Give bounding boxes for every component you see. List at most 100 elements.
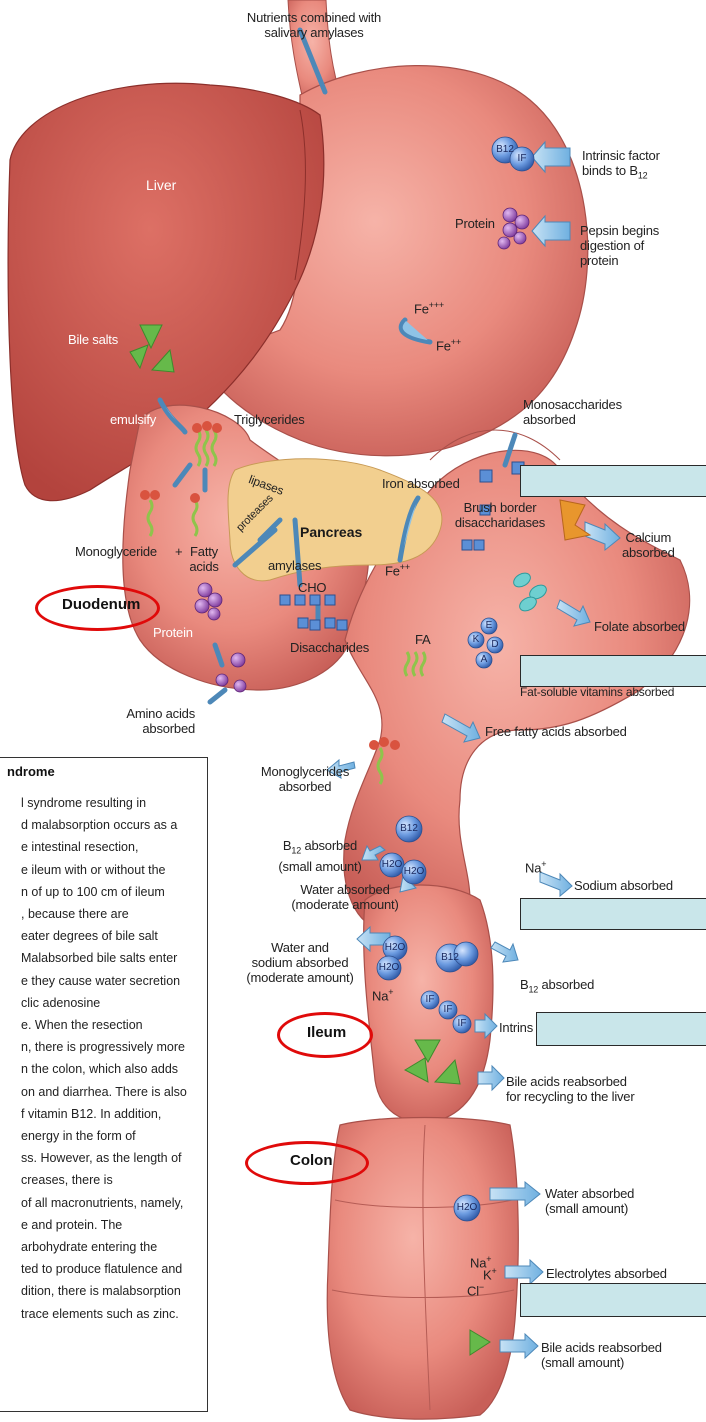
label-intrinsic-fragment: Intrins bbox=[499, 1020, 533, 1035]
label-bile-acids-reabsorbed: Bile acids reabsorbed for recycling to t… bbox=[506, 1074, 634, 1104]
arrow-sodium bbox=[540, 872, 572, 896]
label-fe3-sup: +++ bbox=[429, 300, 444, 310]
textbox-line: e and protein. The bbox=[21, 1214, 206, 1236]
label-fe-plus-text: Fe bbox=[385, 563, 400, 578]
textbox-line: e ileum with or without the bbox=[21, 859, 206, 881]
textbox-line: e. When the resection bbox=[21, 1014, 206, 1036]
label-bile-acids-small: Bile acids reabsorbed (small amount) bbox=[541, 1340, 662, 1370]
label-fe-plus-sup: ++ bbox=[400, 562, 410, 572]
label-monoglycerides-absorbed: Monoglycerides absorbed bbox=[255, 764, 355, 794]
label-fe2: Fe++ bbox=[436, 335, 461, 353]
textbox-line: eater degrees of bile salt bbox=[21, 925, 206, 947]
label-intrinsic-factor: Intrinsic factor binds to B12 bbox=[582, 148, 660, 184]
molecule-k: K bbox=[470, 634, 482, 645]
textbox-line: ss. However, as the length of bbox=[21, 1147, 206, 1169]
molecule-h2o-b: H2O bbox=[402, 866, 426, 877]
textbox-line: e intestinal resection, bbox=[21, 836, 206, 858]
label-monosaccharides: Monosaccharides absorbed bbox=[523, 397, 622, 427]
molecule-d: D bbox=[489, 639, 501, 650]
label-triglycerides: Triglycerides bbox=[234, 412, 305, 427]
textbox-line: , because there are bbox=[21, 903, 206, 925]
label-na-ileum-sup: + bbox=[388, 987, 393, 997]
label-liver: Liver bbox=[146, 177, 176, 193]
label-water-sodium: Water and sodium absorbed (moderate amou… bbox=[240, 940, 360, 985]
molecule-if-stomach: IF bbox=[514, 153, 530, 164]
textbox-line: Malabsorbed bile salts enter bbox=[21, 947, 206, 969]
textbox-line: on and diarrhea. There is also bbox=[21, 1081, 206, 1103]
answer-box-1[interactable] bbox=[520, 465, 706, 497]
textbox-line: n the colon, which also adds bbox=[21, 1058, 206, 1080]
label-b12-small-sub: 12 bbox=[291, 846, 301, 856]
label-fe2-sup: ++ bbox=[451, 337, 461, 347]
label-amylases: amylases bbox=[268, 558, 321, 573]
molecule-h2o-d: H2O bbox=[377, 962, 401, 973]
label-electrolytes: Electrolytes absorbed bbox=[546, 1266, 667, 1281]
answer-box-2[interactable] bbox=[520, 655, 706, 687]
label-pancreas: Pancreas bbox=[300, 524, 362, 540]
label-duodenum: Duodenum bbox=[62, 596, 140, 613]
molecule-if-c: IF bbox=[454, 1018, 470, 1029]
textbox-line: n of up to 100 cm of ileum bbox=[21, 881, 206, 903]
answer-box-4[interactable] bbox=[536, 1012, 706, 1046]
label-fe3: Fe+++ bbox=[414, 298, 444, 316]
textbox-line: clic adenosine bbox=[21, 992, 206, 1014]
molecule-h2o-colon: H2O bbox=[455, 1202, 479, 1213]
label-k-colon: K+ bbox=[483, 1264, 497, 1282]
label-nutrients-salivary: Nutrients combined with salivary amylase… bbox=[224, 10, 404, 40]
textbox-line: n, there is progressively more bbox=[21, 1036, 206, 1058]
label-fat-soluble: Fat-soluble vitamins absorbed bbox=[520, 685, 674, 700]
label-na-ileum-text: Na bbox=[372, 988, 388, 1003]
molecule-e: E bbox=[483, 620, 495, 631]
answer-box-5[interactable] bbox=[520, 1283, 706, 1317]
label-b12-absorbed-sub: 12 bbox=[528, 985, 538, 995]
textbox-line: trace elements such as zinc. bbox=[21, 1303, 206, 1325]
label-k-colon-sup: + bbox=[491, 1266, 496, 1276]
label-disaccharides: Disaccharides bbox=[290, 640, 369, 655]
label-water-small: Water absorbed (small amount) bbox=[545, 1186, 634, 1216]
label-na: Na+ bbox=[525, 857, 546, 875]
label-plus: + bbox=[175, 544, 182, 559]
molecule-b12-ileum: B12 bbox=[440, 952, 460, 963]
textbox-line: e they cause water secretion bbox=[21, 970, 206, 992]
textbox-line: f vitamin B12. In addition, bbox=[21, 1103, 206, 1125]
label-cl-colon: Cl− bbox=[467, 1280, 484, 1298]
label-intrinsic-factor-sub: 12 bbox=[638, 171, 648, 181]
molecule-h2o-c: H2O bbox=[383, 942, 407, 953]
label-sodium: Sodium absorbed bbox=[574, 878, 673, 893]
label-na-ileum: Na+ bbox=[372, 985, 393, 1003]
textbox-line: l syndrome resulting in bbox=[21, 792, 206, 814]
molecule-b12-jejunum: B12 bbox=[399, 823, 419, 834]
label-water-moderate: Water absorbed (moderate amount) bbox=[280, 882, 410, 912]
molecule-a: A bbox=[478, 654, 490, 665]
label-b12-small: B12 absorbed (small amount) bbox=[265, 838, 375, 874]
textbox-line: ted to produce flatulence and bbox=[21, 1258, 206, 1280]
textbox-line: energy in the form of bbox=[21, 1125, 206, 1147]
molecule-h2o-a: H2O bbox=[380, 859, 404, 870]
textbox-line: arbohydrate entering the bbox=[21, 1236, 206, 1258]
label-cl-colon-text: Cl bbox=[467, 1283, 479, 1298]
label-b12-absorbed: B12 absorbed bbox=[520, 977, 594, 998]
label-ileum: Ileum bbox=[307, 1024, 346, 1041]
textbox-line: creases, there is bbox=[21, 1169, 206, 1191]
textbox-title: ndrome bbox=[7, 764, 55, 779]
molecule-b12-stomach: B12 bbox=[495, 144, 515, 155]
label-colon: Colon bbox=[290, 1152, 333, 1169]
label-iron-absorbed: Iron absorbed bbox=[382, 476, 460, 491]
label-cho: CHO bbox=[298, 580, 326, 595]
label-bile-salts: Bile salts bbox=[68, 332, 118, 347]
arrow-b12-ileum bbox=[491, 942, 518, 962]
molecule-if-a: IF bbox=[422, 994, 438, 1005]
label-protein-stomach: Protein bbox=[455, 216, 495, 231]
label-fe-plus: Fe++ bbox=[385, 560, 410, 578]
label-pepsin: Pepsin begins digestion of protein bbox=[580, 223, 659, 268]
label-amino-acids: Amino acids absorbed bbox=[105, 706, 195, 736]
textbox-line: d malabsorption occurs as a bbox=[21, 814, 206, 836]
label-na-colon-sup: + bbox=[486, 1254, 491, 1264]
label-folate: Folate absorbed bbox=[594, 619, 685, 634]
molecule-if-b: IF bbox=[440, 1004, 456, 1015]
label-b12-absorbed-rest: absorbed bbox=[538, 977, 594, 992]
label-calcium: Calcium absorbed bbox=[622, 530, 675, 560]
answer-box-3[interactable] bbox=[520, 898, 706, 930]
